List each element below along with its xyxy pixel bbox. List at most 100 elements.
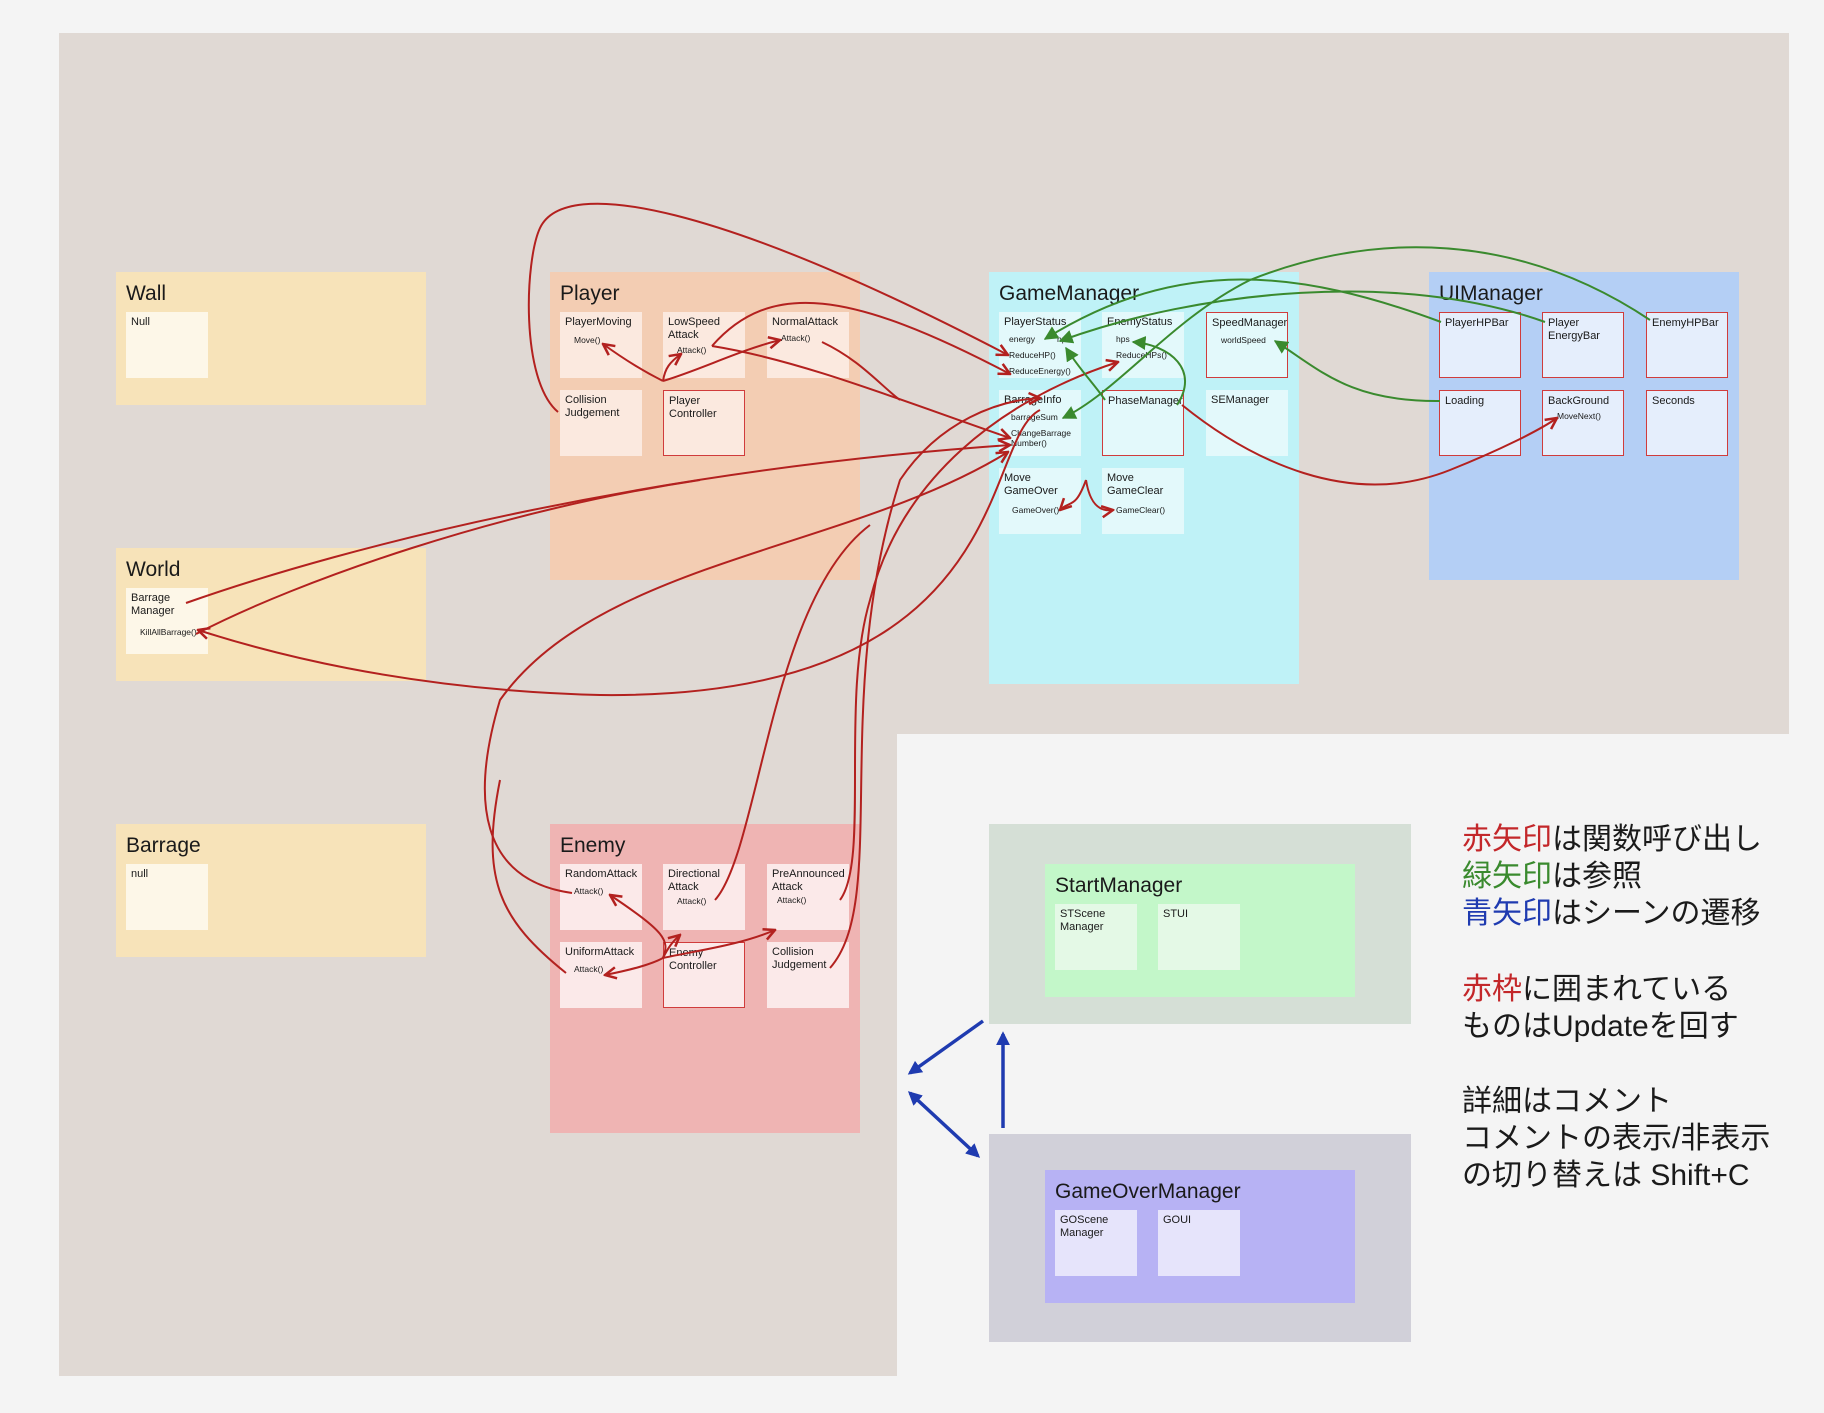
card-title: PhaseManager	[1108, 395, 1183, 407]
call-arrow	[483, 452, 1008, 894]
wall-title: Wall	[126, 282, 167, 305]
card-title: EnemyStatus	[1107, 316, 1173, 328]
method-label: Attack()	[781, 333, 811, 343]
game-manager-title: GameManager	[999, 282, 1140, 305]
collision-judgement-card[interactable]: Collision Judgement	[560, 390, 642, 456]
seconds-card[interactable]: Seconds	[1646, 390, 1728, 456]
call-arrow	[662, 930, 775, 959]
card-title: STScene Manager	[1060, 908, 1106, 933]
collision-judgement-card[interactable]: Collision Judgement	[767, 942, 849, 1008]
legend-line-8: の切り替えは Shift+C	[1462, 1159, 1750, 1192]
barrage-title: Barrage	[126, 834, 201, 857]
legend-red-arrow-text: 赤矢印	[1462, 823, 1552, 856]
wall-null-card[interactable]: Null	[126, 312, 208, 378]
method-label: Attack()	[574, 964, 604, 974]
legend-line-2: 緑矢印は参照	[1462, 859, 1642, 895]
start-scene-frame[interactable]: StartManager STScene Manager STUI	[989, 824, 1411, 1024]
ui-manager-group[interactable]: UIManager PlayerHPBar Player EnergyBar E…	[1429, 272, 1739, 580]
method-label: Attack()	[677, 896, 707, 906]
barrage-null-card[interactable]: null	[126, 864, 208, 930]
enemy-group[interactable]: Enemy RandomAttack Attack() Directional …	[550, 824, 860, 1133]
card-title: LowSpeed Attack	[668, 316, 720, 341]
player-title: Player	[560, 282, 620, 305]
legend-line-1: 赤矢印は関数呼び出し	[1462, 822, 1762, 858]
field-world-speed: worldSpeed	[1221, 335, 1266, 345]
barrage-manager-card[interactable]: Barrage Manager KillAllBarrage()	[126, 588, 208, 654]
scene-transition-arrow	[907, 1091, 981, 1158]
card-title: Seconds	[1652, 395, 1695, 407]
uniform-attack-card[interactable]: UniformAttack Attack()	[560, 942, 642, 1008]
enemy-title: Enemy	[560, 834, 626, 857]
card-title: GOUI	[1163, 1214, 1192, 1226]
card-title: Collision Judgement	[772, 946, 827, 971]
card-title: Move GameClear	[1107, 472, 1164, 497]
legend-text: に囲まれている	[1522, 973, 1732, 1006]
reference-arrow	[1061, 246, 1651, 419]
card-title: UniformAttack	[565, 946, 635, 958]
legend-red-frame-text: 赤枠	[1462, 973, 1522, 1006]
method-label: Move()	[574, 335, 601, 345]
call-arrow	[821, 341, 901, 401]
card-title: SpeedManager	[1212, 317, 1288, 329]
field-hps: hps	[1116, 334, 1130, 344]
wall-group[interactable]: Wall Null	[116, 272, 426, 405]
call-arrow	[662, 935, 680, 959]
legend-blue-arrow-text: 青矢印	[1462, 897, 1552, 930]
card-title: Barrage Manager	[131, 592, 175, 617]
method-game-clear: GameClear()	[1116, 505, 1166, 515]
player-hp-bar-card[interactable]: PlayerHPBar	[1439, 312, 1521, 378]
card-title: Player Controller	[669, 395, 717, 420]
call-arrow	[610, 895, 667, 959]
card-title: Collision Judgement	[565, 394, 620, 419]
legend-line-7: コメントの表示/非表示	[1462, 1122, 1771, 1155]
game-over-manager-group[interactable]: GameOverManager GOScene Manager GOUI	[1045, 1170, 1355, 1303]
method-reduce-hps: ReduceHPs()	[1116, 350, 1168, 360]
preannounced-attack-card[interactable]: PreAnnounced Attack Attack()	[767, 864, 849, 930]
card-title: PreAnnounced Attack	[772, 868, 845, 893]
call-arrow	[711, 345, 1010, 438]
stui-card[interactable]: STUI	[1158, 904, 1240, 970]
method-reduce-hp: ReduceHP()	[1009, 350, 1056, 360]
method-label: Attack()	[677, 345, 707, 355]
legend-line-5: ものはUpdateを回す	[1462, 1010, 1739, 1043]
reference-arrow	[1065, 346, 1106, 401]
se-manager-card[interactable]: SEManager	[1206, 390, 1288, 456]
call-arrow	[1181, 404, 1557, 486]
player-energy-bar-card[interactable]: Player EnergyBar	[1542, 312, 1624, 378]
method-label: Attack()	[574, 886, 604, 896]
game-over-scene-frame[interactable]: GameOverManager GOScene Manager GOUI	[989, 1134, 1411, 1342]
st-scene-manager-card[interactable]: STScene Manager	[1055, 904, 1137, 970]
game-manager-group[interactable]: GameManager PlayerStatus energy hp Reduc…	[989, 272, 1299, 684]
ui-manager-title: UIManager	[1439, 282, 1543, 305]
call-arrow	[662, 354, 681, 382]
player-group[interactable]: Player PlayerMoving Move() LowSpeed Atta…	[550, 272, 860, 580]
card-title: PlayerStatus	[1004, 316, 1067, 328]
legend-text: はシーンの遷移	[1552, 897, 1761, 930]
call-arrow	[603, 344, 664, 382]
phase-manager-card[interactable]: PhaseManager	[1102, 390, 1184, 456]
card-title: GOScene Manager	[1060, 1214, 1109, 1239]
go-scene-manager-card[interactable]: GOScene Manager	[1055, 1210, 1137, 1276]
random-attack-card[interactable]: RandomAttack Attack()	[560, 864, 642, 930]
enemy-controller-card[interactable]: Enemy Controller	[663, 942, 745, 1008]
game-over-manager-title: GameOverManager	[1055, 1180, 1241, 1203]
directional-attack-card[interactable]: Directional Attack Attack()	[663, 864, 745, 930]
world-group[interactable]: World Barrage Manager KillAllBarrage()	[116, 548, 426, 681]
call-arrow	[605, 957, 664, 975]
card-title: EnemyHPBar	[1652, 317, 1719, 329]
legend-text: は参照	[1552, 860, 1642, 893]
move-game-clear-card[interactable]: Move GameClear GameClear()	[1102, 468, 1184, 534]
barrage-group[interactable]: Barrage null	[116, 824, 426, 957]
scene-transition-arrow	[907, 1019, 985, 1075]
reference-arrow	[1131, 336, 1186, 406]
call-arrow	[662, 340, 780, 382]
background-card[interactable]: BackGround MoveNext()	[1542, 390, 1624, 456]
start-manager-group[interactable]: StartManager STScene Manager STUI	[1045, 864, 1355, 997]
player-controller-card[interactable]: Player Controller	[663, 390, 745, 456]
call-arrow	[1085, 479, 1113, 510]
enemy-hp-bar-card[interactable]: EnemyHPBar	[1646, 312, 1728, 378]
goui-card[interactable]: GOUI	[1158, 1210, 1240, 1276]
card-title: Player EnergyBar	[1548, 317, 1600, 342]
method-reduce-energy: ReduceEnergy()	[1009, 366, 1071, 376]
